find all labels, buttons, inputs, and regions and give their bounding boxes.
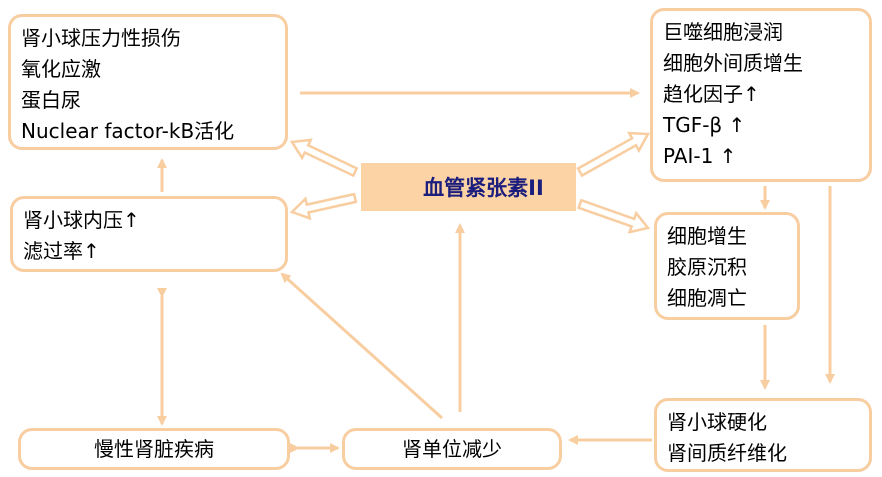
box-nephron-loss: 肾单位减少 [342,428,562,470]
text-oxidative-stress: 氧化应激 [21,57,101,81]
box-intraglomerular-pressure: 肾小球内压↑ 滤过率↑ [10,196,288,272]
text-cell-proliferation: 细胞增生 [667,224,747,248]
text-nfkb-activation: Nuclear factor-kB活化 [21,119,235,143]
text-apoptosis: 细胞凋亡 [667,286,747,310]
text-collagen-deposition: 胶原沉积 [667,255,747,279]
text-intraglomerular-pressure: 肾小球内压↑ [23,208,140,232]
text-proteinuria: 蛋白尿 [21,88,81,112]
text-tgf-beta: TGF-β ↑ [663,113,746,137]
text-glomerulosclerosis: 肾小球硬化 [667,410,767,434]
text-glomerular-pressure-injury: 肾小球压力性损伤 [21,26,181,50]
hollow-arrow-center-to-mid-right [577,198,651,234]
text-chemokines: 趋化因子↑ [663,82,760,106]
text-pai-1: PAI-1 ↑ [663,144,737,168]
arrow-bottom-center-to-mid-left [280,272,444,420]
text-filtration-rate: 滤过率↑ [23,239,100,263]
box-macrophage-infiltration: 巨噬细胞浸润 细胞外间质增生 趋化因子↑ TGF-β ↑ PAI-1 ↑ [650,8,872,182]
box-cell-proliferation: 细胞增生 胶原沉积 细胞凋亡 [654,212,800,320]
hollow-arrow-center-to-top-left [289,138,359,178]
hollow-arrow-center-to-top-right [576,131,651,178]
box-glomerular-injury: 肾小球压力性损伤 氧化应激 蛋白尿 Nuclear factor-kB活化 [8,14,288,150]
box-chronic-kidney-disease: 慢性肾脏疾病 [18,428,290,470]
hollow-arrow-center-to-mid-left [289,192,358,221]
text-interstitial-fibrosis: 肾间质纤维化 [667,441,787,465]
text-ecm-proliferation: 细胞外间质增生 [663,51,803,75]
text-angiotensin-ii: 血管紧张素II [423,176,544,200]
text-macrophage-infiltration: 巨噬细胞浸润 [663,20,783,44]
box-glomerulosclerosis: 肾小球硬化 肾间质纤维化 [654,398,872,472]
text-chronic-kidney-disease: 慢性肾脏疾病 [94,436,214,461]
center-angiotensin-ii: 血管紧张素II [361,163,576,211]
text-nephron-loss: 肾单位减少 [402,436,502,461]
